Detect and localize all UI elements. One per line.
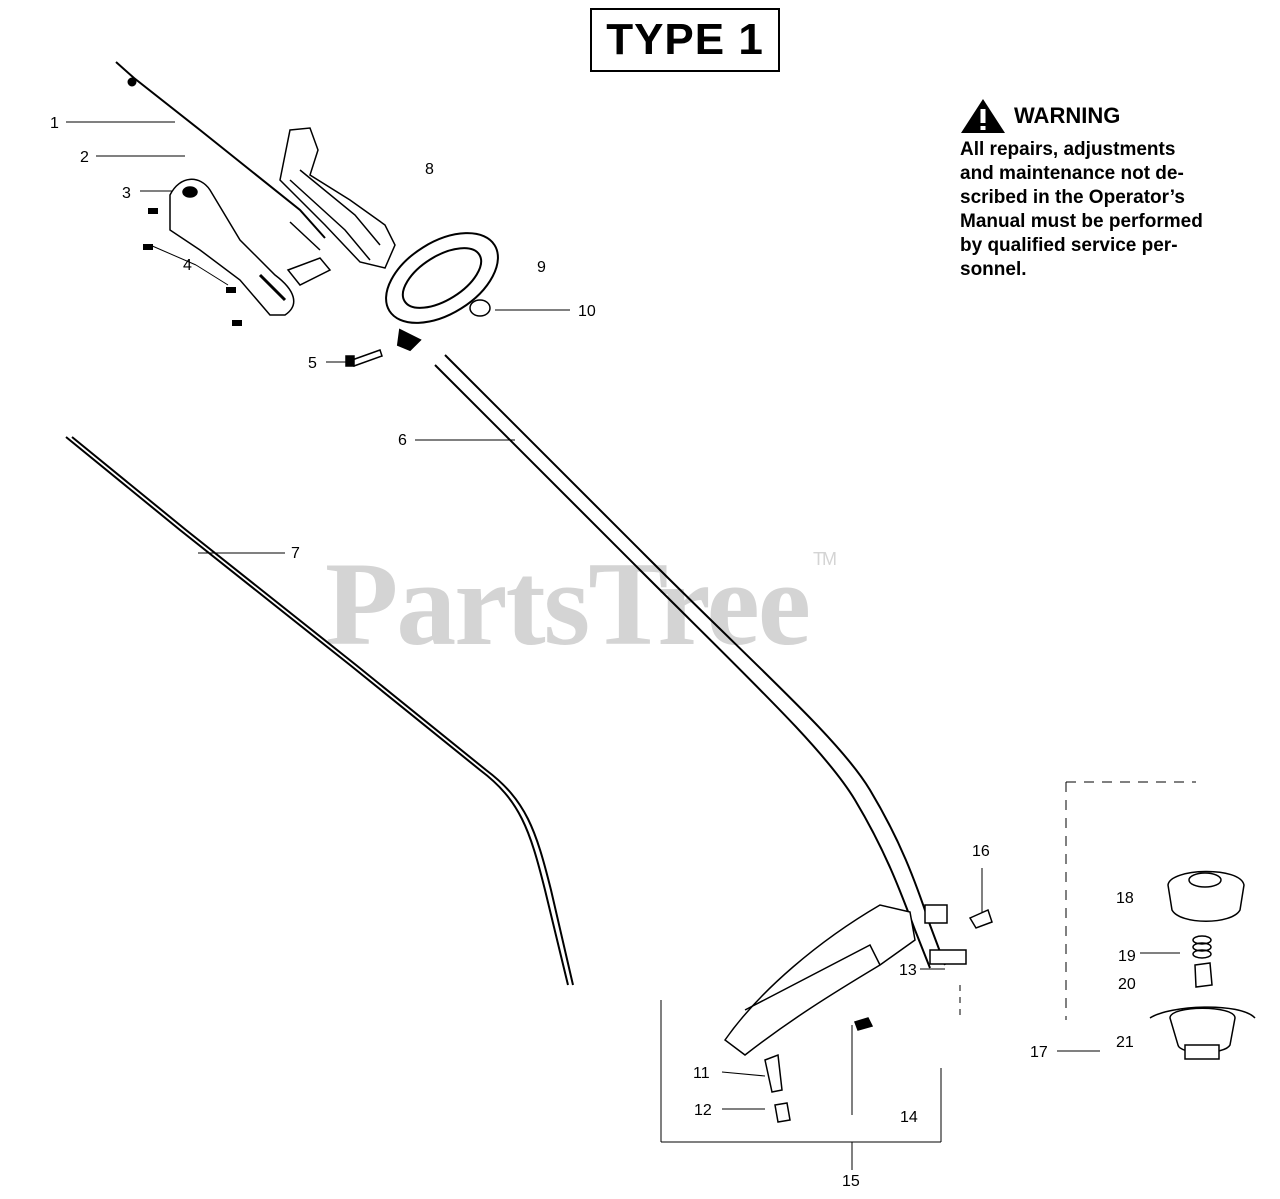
warning-line: All repairs, adjustments — [960, 139, 1176, 160]
type-label: TYPE 1 — [606, 15, 764, 64]
callout-17: 17 — [1030, 1044, 1048, 1061]
part-retainer — [1194, 962, 1213, 988]
leader-lines — [66, 121, 1180, 1115]
callout-9: 9 — [537, 259, 546, 276]
part-throttle-cable — [115, 61, 326, 239]
callout-15: 15 — [842, 1173, 860, 1190]
watermark-text: PartsTree — [325, 537, 811, 670]
callout-5: 5 — [308, 355, 317, 372]
callout-12: 12 — [694, 1102, 712, 1119]
callout-numbers: 1 2 3 4 5 6 7 8 9 10 11 12 13 14 15 16 1… — [50, 115, 1136, 1190]
assembly-bracket-17 — [1065, 781, 1196, 1020]
warning-text: All repairs, adjustments and maintenance… — [960, 138, 1240, 282]
warning-header: WARNING — [960, 98, 1240, 134]
part-handle-half — [169, 178, 295, 316]
callout-6: 6 — [398, 432, 407, 449]
part-loop-handle — [385, 232, 499, 352]
warning-notice: WARNING All repairs, adjustments and mai… — [960, 98, 1240, 282]
warning-heading: WARNING — [1014, 103, 1121, 128]
callout-4: 4 — [183, 257, 192, 274]
callout-3: 3 — [122, 185, 131, 202]
callout-11: 11 — [693, 1065, 710, 1082]
callout-20: 20 — [1118, 976, 1136, 993]
callout-14: 14 — [900, 1109, 918, 1126]
callout-21: 21 — [1116, 1034, 1134, 1051]
warning-line: scribed in the Operator’s — [960, 187, 1185, 208]
callout-8: 8 — [425, 161, 434, 178]
part-flex-shaft — [65, 436, 574, 986]
callout-10: 10 — [578, 303, 596, 320]
assembly-bracket-15 — [660, 1000, 942, 1170]
warning-line: sonnel. — [960, 259, 1027, 280]
trademark-mark: TM — [812, 549, 837, 569]
callout-2: 2 — [80, 149, 89, 166]
part-bolt — [345, 349, 383, 367]
callout-16: 16 — [972, 843, 990, 860]
callout-13: 13 — [899, 962, 917, 979]
warning-triangle-icon — [961, 99, 1005, 133]
callout-1: 1 — [50, 115, 59, 132]
part-blade-and-fastener — [764, 1053, 791, 1123]
part-spring — [1192, 935, 1212, 959]
callout-19: 19 — [1118, 948, 1136, 965]
callout-7: 7 — [291, 545, 300, 562]
part-screws — [143, 208, 242, 326]
part-knob — [469, 299, 491, 317]
warning-line: and maintenance not de- — [960, 163, 1184, 184]
part-trigger — [286, 221, 332, 286]
warning-line: Manual must be performed — [960, 211, 1203, 232]
part-spool-hub — [1149, 1006, 1256, 1060]
callout-18: 18 — [1116, 890, 1134, 907]
part-grass-guard — [723, 904, 916, 1056]
part-housing — [279, 127, 396, 269]
part-drive-tube — [434, 354, 946, 969]
part-spool-cover — [1167, 870, 1245, 922]
diagram-type-title: TYPE 1 — [590, 8, 780, 72]
part-clamp — [924, 904, 993, 965]
warning-line: by qualified service per- — [960, 235, 1178, 256]
